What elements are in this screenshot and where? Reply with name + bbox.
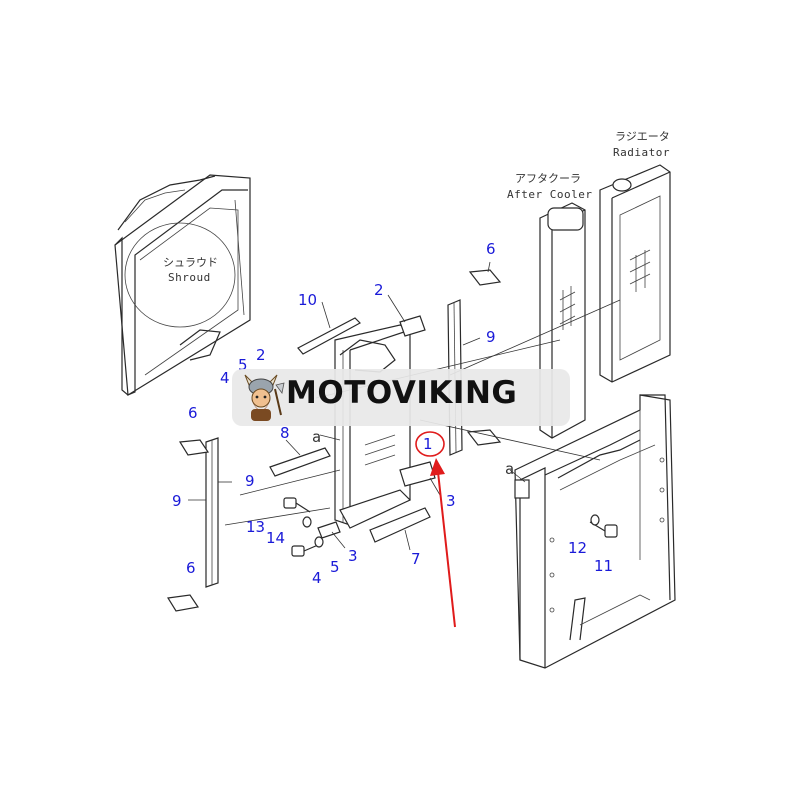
bracket-part-2 — [399, 315, 426, 337]
strip-part-8 — [269, 447, 331, 477]
callout-2-left: 2 — [256, 346, 266, 364]
bolt-part-13 — [283, 497, 311, 513]
callout-11: 11 — [594, 557, 613, 575]
highlight-circle — [415, 431, 445, 457]
callout-9-left: 9 — [172, 492, 182, 510]
core-assembly-drawing — [334, 324, 412, 529]
callout-14: 14 — [266, 529, 285, 547]
callout-3-bottom: 3 — [348, 547, 358, 565]
callout-1: 1 — [423, 435, 433, 453]
callout-6-bottom: 6 — [186, 559, 196, 577]
pad-part-6-d — [466, 429, 502, 446]
callout-2-top: 2 — [374, 281, 384, 299]
washer-part-12 — [590, 514, 600, 526]
view-a-label-2: a — [505, 460, 515, 478]
strip-part-7 — [369, 507, 431, 543]
callout-8: 8 — [280, 424, 290, 442]
radiator-label-jp: ラジエータ — [615, 130, 670, 143]
shroud-label-jp: シュラウド — [163, 256, 218, 269]
viking-mascot-icon — [244, 374, 285, 421]
callout-13: 13 — [246, 518, 265, 536]
view-a-label-1: a — [312, 428, 322, 446]
highlight-arrow-shaft — [437, 471, 456, 628]
radiator-label-en: Radiator — [613, 146, 670, 159]
callout-12: 12 — [568, 539, 587, 557]
radiator-drawing — [599, 164, 671, 383]
callout-4-top: 4 — [220, 369, 230, 387]
frame-drawing — [514, 394, 676, 669]
pad-part-6-b — [178, 439, 210, 456]
callout-9-right: 9 — [486, 328, 496, 346]
strip-part-10 — [297, 317, 361, 355]
bolt-part-4 — [291, 544, 319, 557]
aftercooler-label-en: After Cooler — [507, 188, 592, 201]
seal-part-9-left — [205, 437, 219, 588]
watermark-banner: MOTOVIKING — [232, 369, 570, 426]
callout-5-top: 5 — [238, 356, 248, 374]
washer-part-5 — [314, 536, 324, 548]
callout-5-bottom: 5 — [330, 558, 340, 576]
callout-6-top: 6 — [486, 240, 496, 258]
callout-7: 7 — [411, 550, 421, 568]
callout-9-mid: 9 — [245, 472, 255, 490]
highlight-arrow-head — [430, 458, 445, 476]
callout-4-bottom: 4 — [312, 569, 322, 587]
washer-part-14 — [302, 516, 312, 528]
watermark-text: MOTOVIKING — [286, 375, 518, 411]
shroud-drawing — [114, 174, 251, 397]
callout-6-left: 6 — [188, 404, 198, 422]
pad-part-6-c — [167, 594, 200, 612]
shroud-label-en: Shroud — [168, 271, 211, 284]
pad-part-6-a — [468, 269, 502, 286]
callout-3-right: 3 — [446, 492, 456, 510]
aftercooler-label-jp: アフタクーラ — [515, 172, 581, 185]
highlight-marker — [415, 431, 456, 628]
bracket-part-3 — [317, 461, 436, 539]
callout-10: 10 — [298, 291, 317, 309]
